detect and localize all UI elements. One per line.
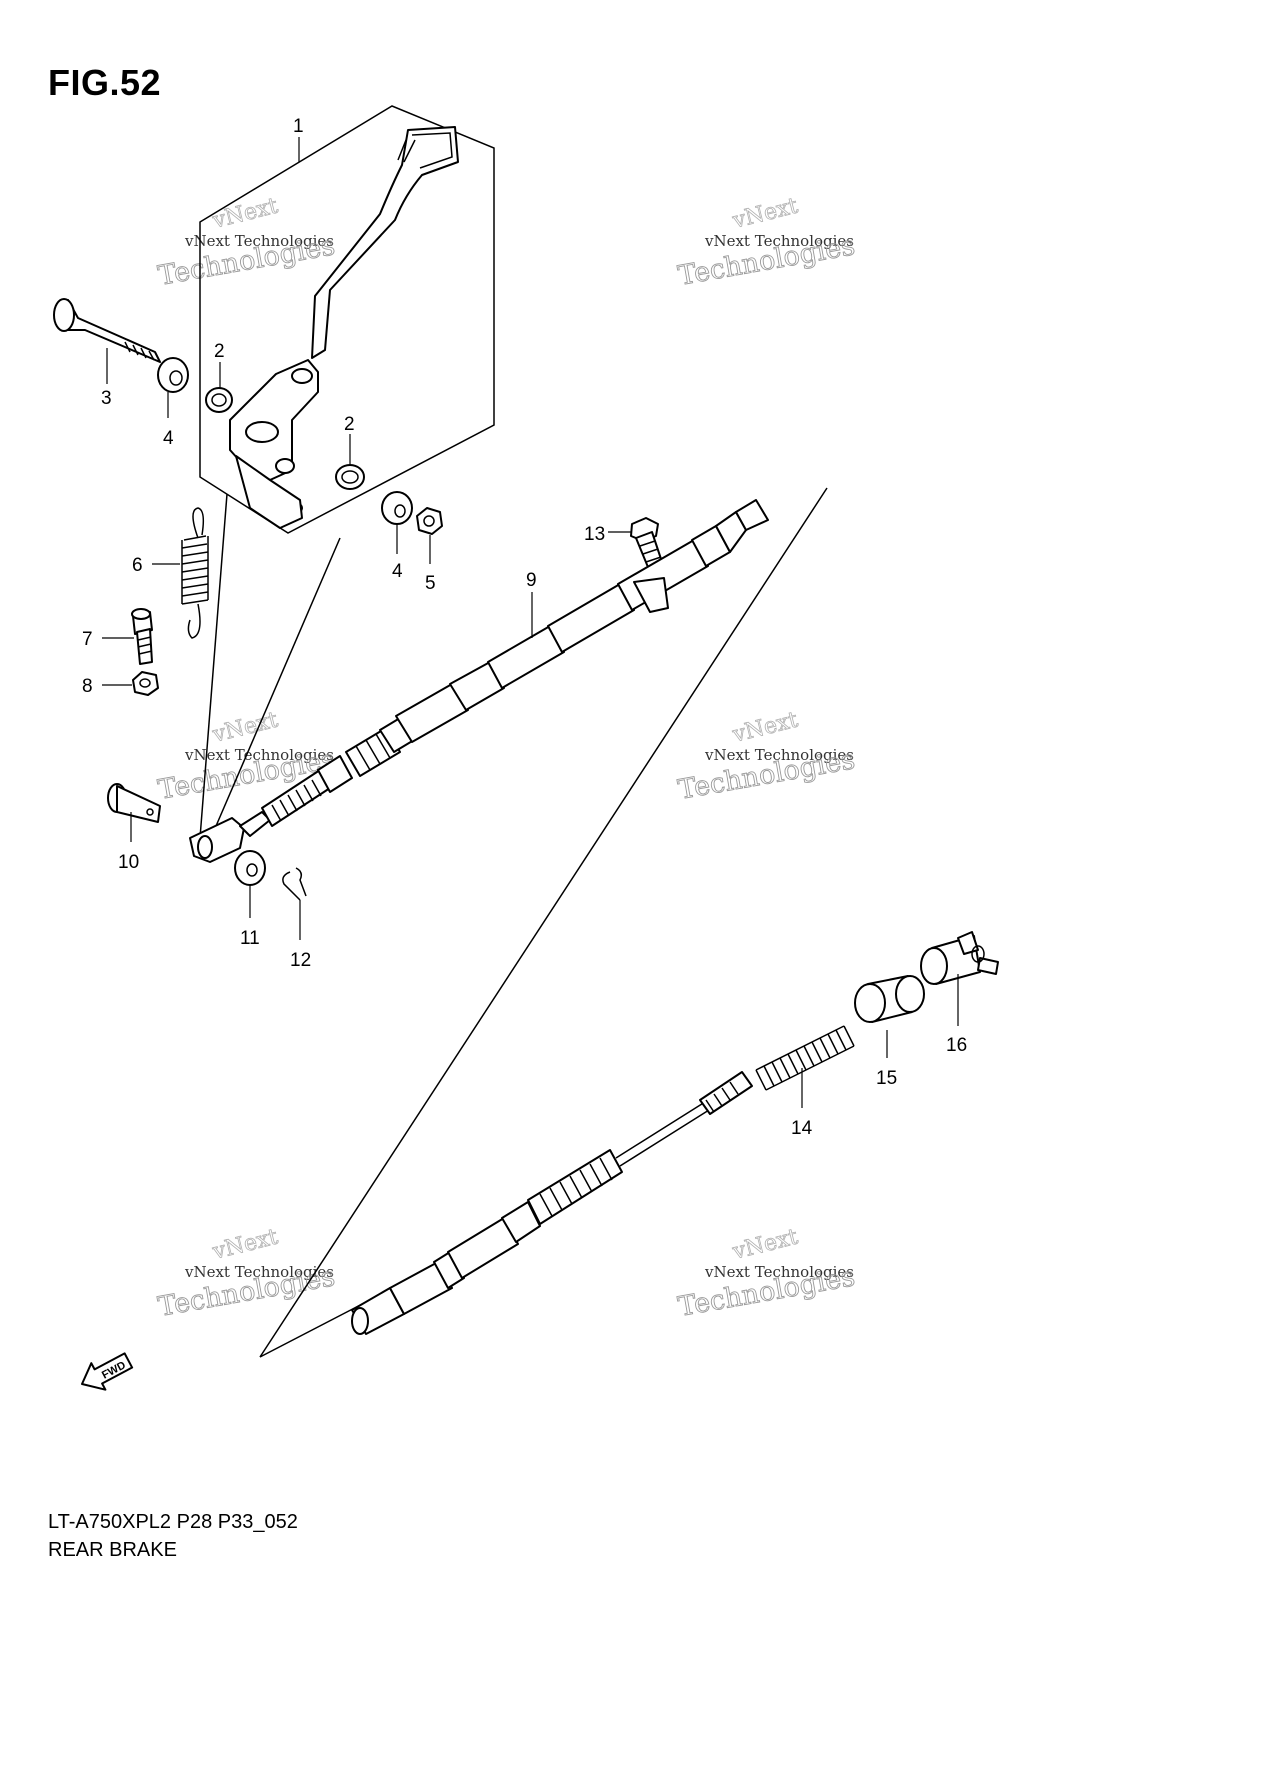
figure-caption: REAR BRAKE — [48, 1539, 177, 1561]
reference-line — [259, 487, 828, 1358]
pedal-assembly-box — [199, 105, 495, 534]
callout-14: 14 — [791, 1118, 813, 1139]
callout-3: 3 — [101, 388, 112, 409]
callout-16: 16 — [946, 1035, 967, 1056]
watermark-top-right: vNext vNext Technologies Technologies — [675, 193, 857, 292]
callout-2a: 2 — [214, 341, 225, 362]
washer-11 — [234, 850, 266, 886]
figure-title: FIG.52 — [48, 62, 162, 103]
cotter-pin-12 — [282, 867, 307, 901]
callout-13: 13 — [584, 524, 605, 545]
watermark-line1: vNext Technologies — [704, 746, 854, 764]
washer-4-right — [381, 491, 413, 525]
watermark-vnext: vNext — [209, 708, 280, 748]
nut-8 — [132, 671, 159, 696]
forward-direction-arrow: FWD — [81, 1352, 134, 1391]
watermark-vnext: vNext — [729, 1225, 800, 1265]
bushing-2-left — [205, 387, 233, 413]
clevis-pin-10 — [107, 783, 161, 823]
callout-4a: 4 — [163, 428, 174, 449]
callout-12: 12 — [290, 950, 311, 971]
watermark-bottom-right: vNext vNext Technologies Technologies — [675, 1224, 857, 1323]
projection-line — [209, 537, 341, 841]
bushing-2-right — [335, 464, 365, 490]
watermark-line1: vNext Technologies — [704, 1263, 854, 1281]
callout-10: 10 — [118, 852, 139, 873]
callout-7: 7 — [82, 629, 93, 650]
model-code: LT-A750XPL2 P28 P33_052 — [48, 1511, 298, 1533]
callout-6: 6 — [132, 555, 143, 576]
callout-2b: 2 — [344, 414, 355, 435]
nut-5 — [416, 507, 443, 535]
watermark-vnext: vNext — [209, 1225, 280, 1265]
collar-15 — [854, 975, 925, 1023]
callout-1: 1 — [293, 116, 304, 137]
callout-8: 8 — [82, 676, 93, 697]
watermark-top-left: vNext vNext Technologies Technologies — [155, 193, 337, 292]
bolt-7 — [131, 608, 153, 665]
callout-11: 11 — [240, 928, 260, 949]
watermark-mid-right: vNext vNext Technologies Technologies — [675, 707, 857, 806]
callout-5: 5 — [425, 573, 436, 594]
brake-pedal — [229, 126, 459, 529]
joint-16 — [920, 931, 999, 985]
watermark-vnext: vNext — [729, 194, 800, 234]
brake-cable-9 — [189, 499, 769, 863]
watermark-line1: vNext Technologies — [184, 746, 334, 764]
watermark-line1: vNext Technologies — [704, 232, 854, 250]
projection-line — [199, 493, 228, 839]
return-spring-6 — [181, 507, 209, 639]
watermark-bottom-left: vNext vNext Technologies Technologies — [155, 1224, 337, 1323]
watermark-line1: vNext Technologies — [184, 1263, 334, 1281]
watermark-vnext: vNext — [209, 194, 280, 234]
figure-footer: LT-A750XPL2 P28 P33_052 REAR BRAKE — [48, 1508, 298, 1564]
watermark-line1: vNext Technologies — [184, 232, 334, 250]
callout-15: 15 — [876, 1068, 897, 1089]
washer-4-left — [157, 357, 189, 393]
watermark-vnext: vNext — [729, 708, 800, 748]
brake-cable-14 — [351, 1071, 753, 1335]
cable-spring — [755, 1025, 855, 1091]
callout-9: 9 — [526, 570, 537, 591]
pivot-bolt-3 — [53, 298, 161, 363]
callout-4b: 4 — [392, 561, 403, 582]
